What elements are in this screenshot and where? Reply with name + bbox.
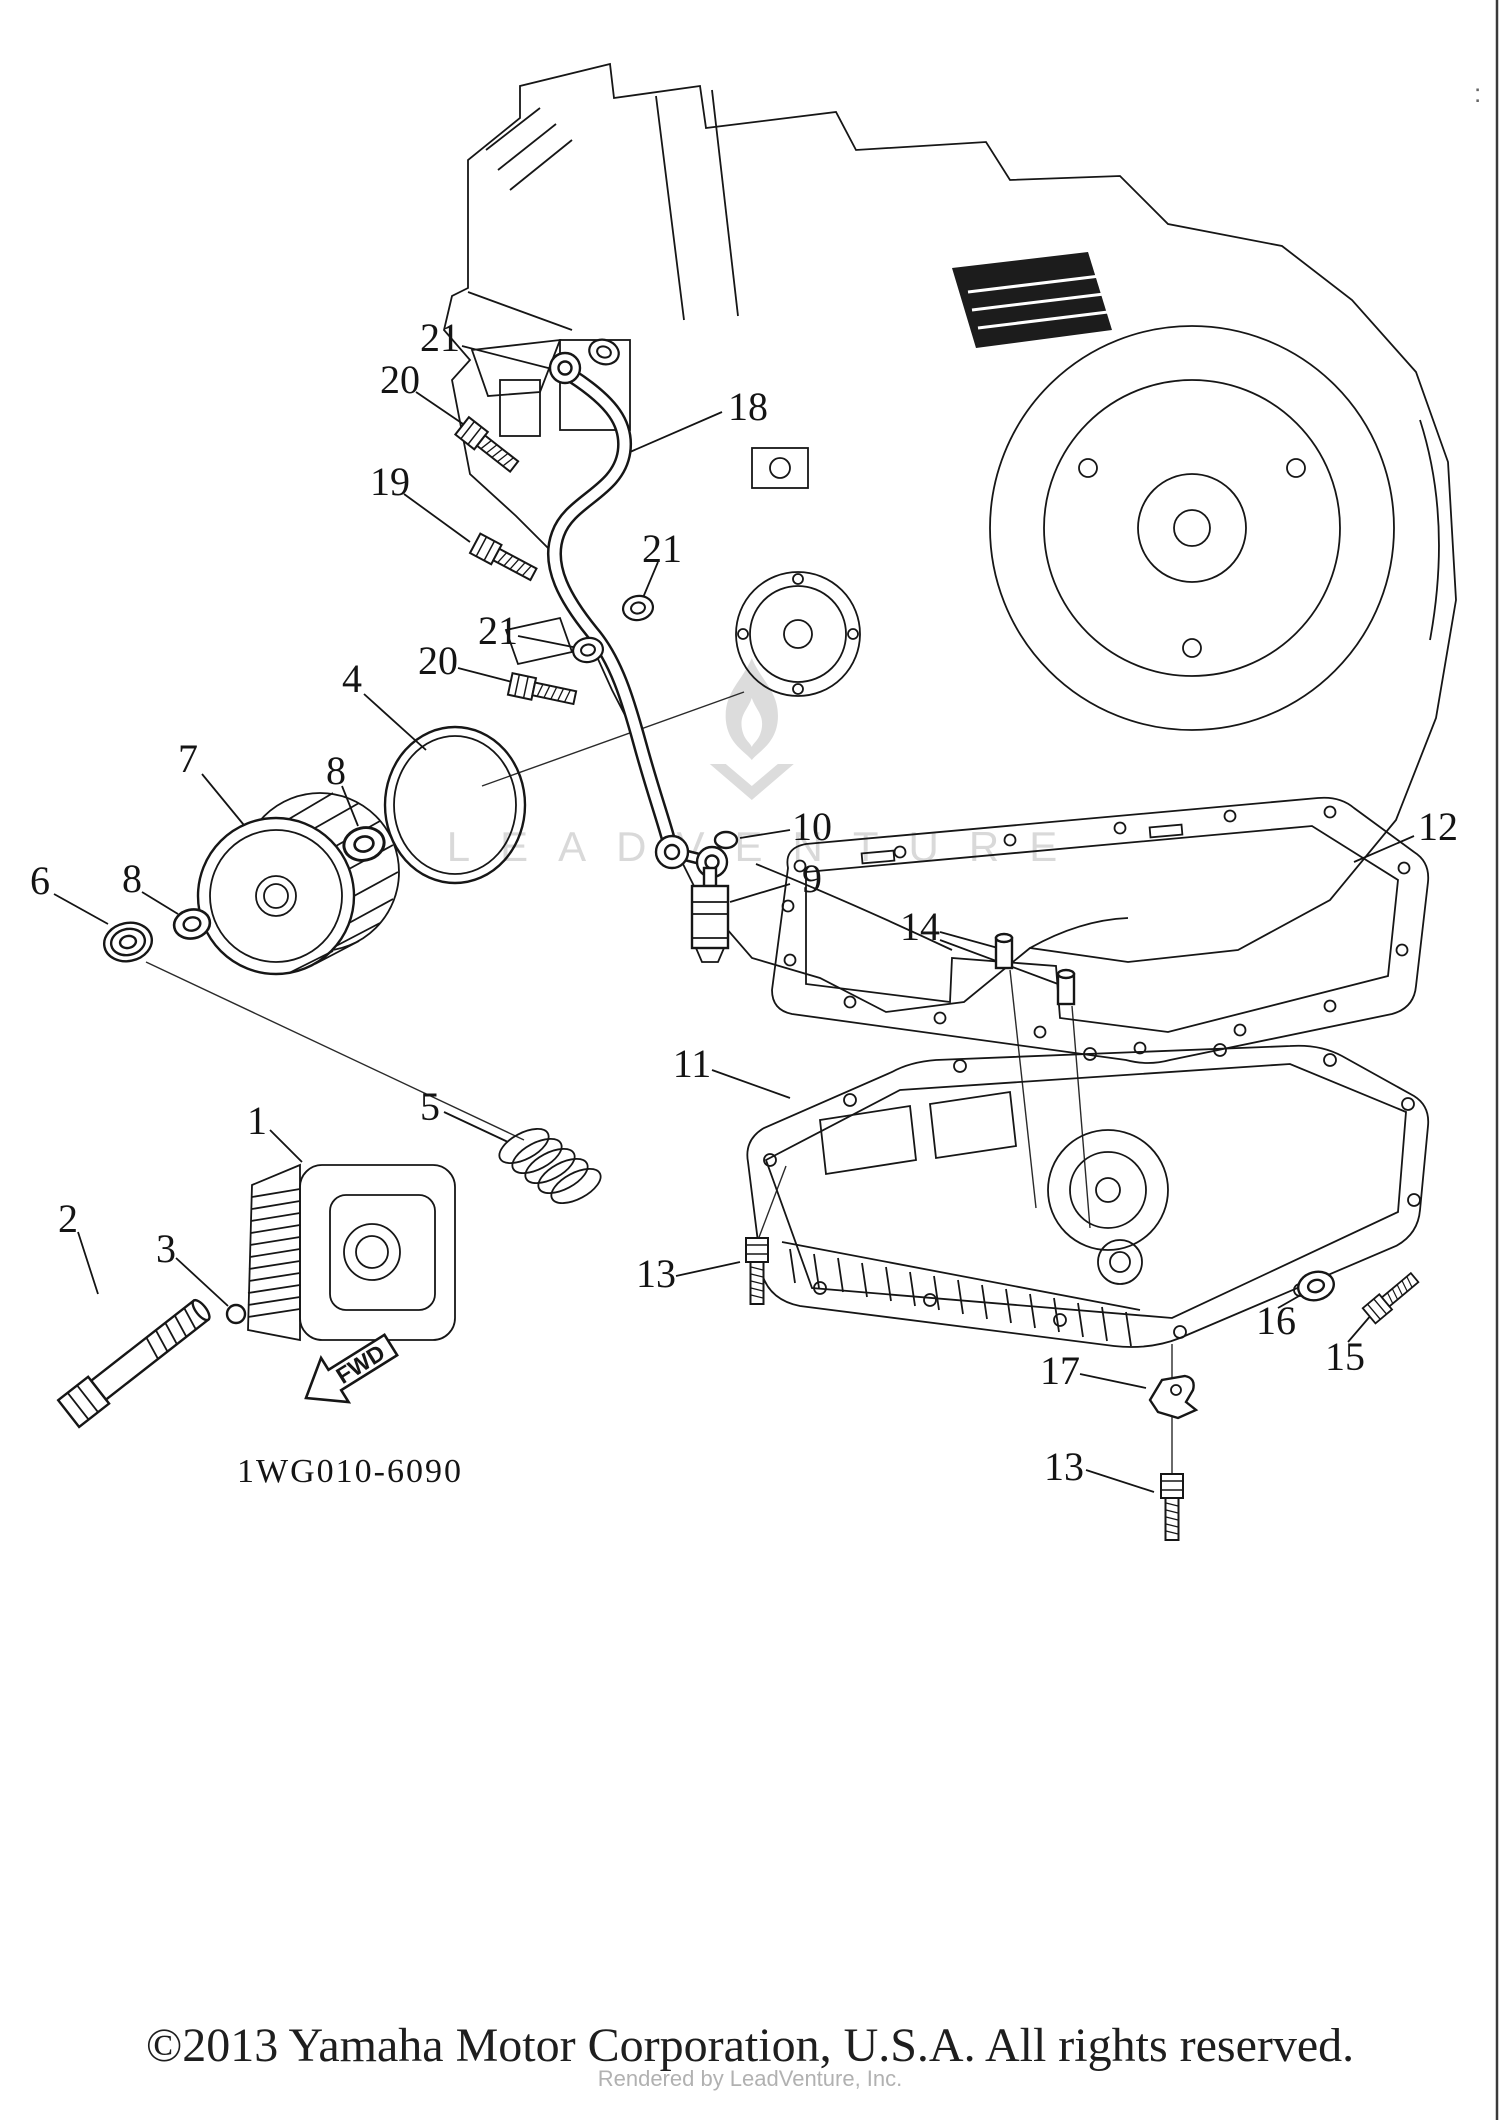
fwd-arrow: FWD — [304, 1333, 399, 1404]
oil-filter-group — [102, 725, 527, 976]
flange-bolt-13-a — [745, 1237, 769, 1305]
washer-21-b — [620, 592, 656, 624]
part-callout: 16 — [1256, 1298, 1296, 1343]
part-callout: 2 — [58, 1196, 78, 1241]
washer-6 — [102, 921, 154, 963]
banjo-eye-upper — [548, 351, 582, 385]
part-callout: 17 — [1040, 1348, 1080, 1393]
part-callout: 8 — [122, 856, 142, 901]
part-callout: 14 — [900, 904, 940, 949]
relief-valve-9 — [690, 866, 730, 963]
part-callout: 21 — [420, 315, 460, 360]
scan-corner-mark: : — [1474, 78, 1482, 108]
part-callout: 1 — [247, 1098, 267, 1143]
drain-plug-15 — [1361, 1269, 1422, 1325]
part-callout: 10 — [792, 804, 832, 849]
part-callout: 6 — [30, 858, 50, 903]
spring-5 — [498, 1127, 602, 1205]
oil-pan-11 — [746, 1043, 1430, 1348]
o-ring-4 — [383, 725, 527, 885]
collar-studs-14 — [994, 932, 1076, 1006]
part-callout: 15 — [1325, 1334, 1365, 1379]
o-ring-3 — [225, 1303, 247, 1325]
part-callout: 8 — [326, 748, 346, 793]
part-number-label: 1WG010-6090 — [237, 1453, 463, 1490]
filter-cover-1 — [247, 1163, 456, 1342]
part-callout: 7 — [178, 736, 198, 781]
oil-delivery-pipe — [454, 334, 729, 879]
flame-logo-icon — [710, 658, 794, 800]
part-callout: 18 — [728, 384, 768, 429]
part-callout: 4 — [342, 656, 362, 701]
part-callout: 12 — [1418, 804, 1458, 849]
rendered-by-watermark: Rendered by LeadVenture, Inc. — [597, 2066, 903, 2091]
engine-block — [443, 62, 1457, 1013]
part-callout: 20 — [418, 638, 458, 683]
clamp-17 — [1148, 1374, 1199, 1420]
part-callout: 3 — [156, 1226, 176, 1271]
part-callout: 13 — [636, 1251, 676, 1296]
flange-bolt-19 — [469, 532, 540, 586]
part-callout: 13 — [1044, 1444, 1084, 1489]
oil-pan-gasket-12 — [771, 796, 1430, 1064]
part-callout: 21 — [642, 526, 682, 571]
part-callout: 11 — [672, 1041, 712, 1086]
washer-16 — [1297, 1270, 1335, 1302]
flange-bolt-20-b — [506, 672, 579, 710]
flange-bolt-13-b — [1160, 1473, 1184, 1541]
oil-filter-element-7 — [196, 792, 400, 976]
part-callout: 19 — [370, 459, 410, 504]
part-callout: 9 — [802, 856, 822, 901]
part-callout: 5 — [420, 1084, 440, 1129]
union-bolt-2 — [56, 1298, 211, 1429]
part-callout: 21 — [478, 608, 518, 653]
washer-8-a — [339, 822, 389, 866]
copyright-text: ©2013 Yamaha Motor Corporation, U.S.A. A… — [145, 2019, 1355, 2072]
part-callout: 20 — [380, 357, 420, 402]
plug-10 — [713, 830, 739, 850]
